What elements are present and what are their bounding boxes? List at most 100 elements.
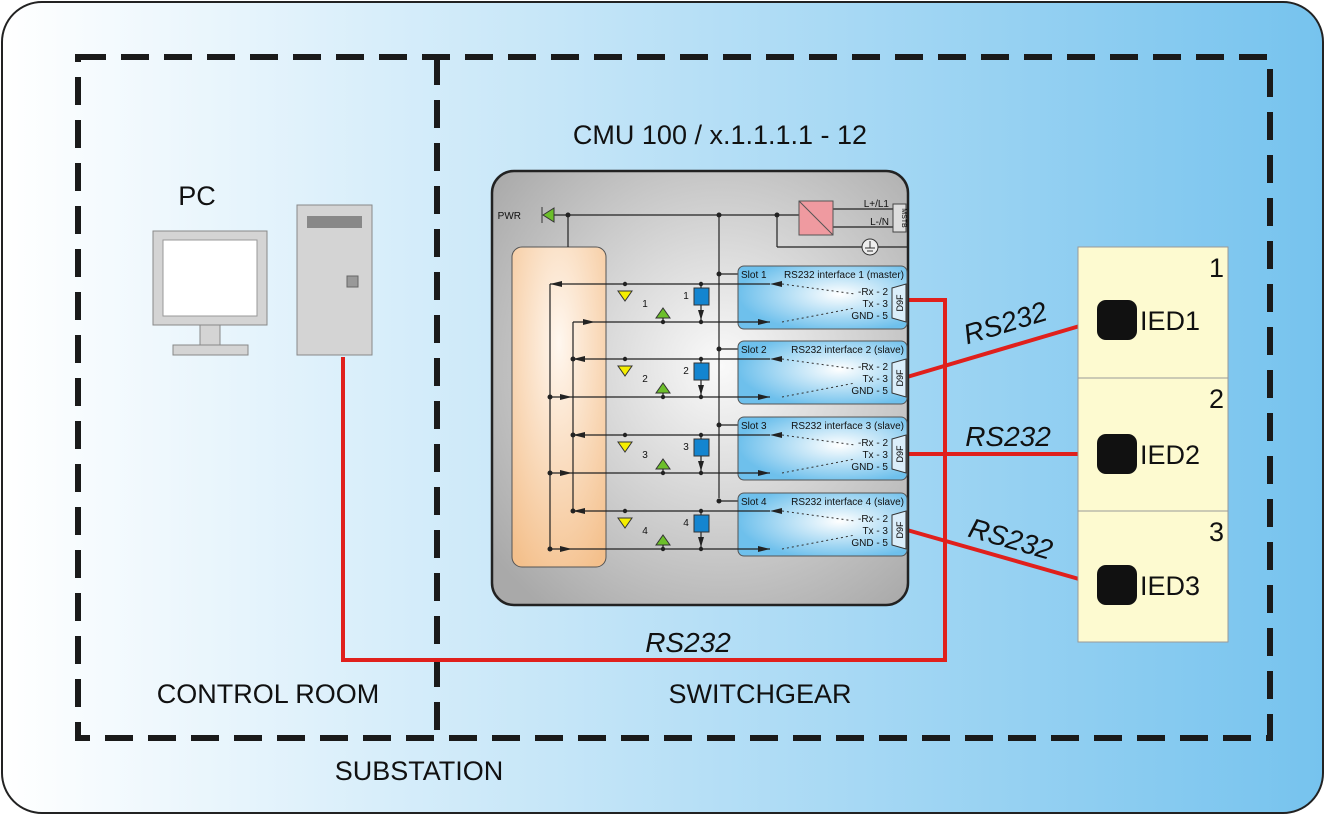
junction-dot [660, 319, 666, 325]
arrow-icon [573, 356, 585, 362]
arrow-icon [560, 470, 572, 476]
slot-name: RS232 interface 1 (master) [784, 270, 904, 281]
junction-dot [698, 319, 704, 325]
slot-module-1: Slot 1 RS232 interface 1 (master) -Rx - 2T… [550, 265, 908, 330]
cmu-title: CMU 100 / x.1.1.1.1 - 12 [573, 120, 867, 150]
dotted-link [781, 358, 856, 370]
pin-label: -Rx - 2 [858, 287, 888, 298]
arrow-icon [698, 310, 704, 320]
ground-icon [861, 238, 879, 256]
pc-rs232-cable [341, 298, 947, 662]
junction-dot [716, 422, 722, 428]
arrow-icon [770, 281, 782, 287]
ied-number: 1 [1209, 253, 1224, 283]
arrow-icon [560, 394, 572, 400]
led-index: 1 [642, 299, 648, 310]
processor-block [511, 246, 607, 568]
arrow-icon [698, 385, 704, 395]
relay-icon [693, 287, 710, 306]
d9f-connector-icon [891, 510, 907, 550]
power-input-ln: L-/N [870, 217, 889, 228]
junction-dot [660, 394, 666, 400]
dotted-link [781, 283, 856, 295]
arrow-icon [758, 319, 770, 325]
power-supply-icon [798, 200, 834, 236]
dotted-link [781, 510, 856, 522]
substation-label: SUBSTATION [335, 756, 504, 786]
ied-port-icon [1097, 434, 1137, 474]
connector-label: D9F [895, 294, 905, 312]
arrow-icon [770, 356, 782, 362]
connector-label: D9F [895, 445, 905, 463]
led-index: 2 [642, 374, 648, 385]
d9f-connector-icon [891, 283, 907, 323]
junction-dot [698, 394, 704, 400]
junction-dot [570, 508, 576, 514]
yellow-led-icon [617, 517, 633, 529]
junction-dot [716, 346, 722, 352]
junction-dot [622, 432, 628, 438]
relay-index: 1 [683, 291, 689, 302]
mstb-label: MSTB [900, 208, 907, 228]
arrow-icon [758, 546, 770, 552]
junction-dot [622, 281, 628, 287]
yellow-led-icon [617, 290, 633, 302]
yellow-led-icon [617, 441, 633, 453]
ied2-link-label: RS232 [965, 421, 1051, 452]
pin-label: GND - 5 [851, 386, 888, 397]
junction-dot [716, 271, 722, 277]
junction-dot [547, 546, 553, 552]
pin-label: -Rx - 2 [858, 438, 888, 449]
ied-label: IED3 [1140, 571, 1200, 601]
pc-tower-icon [296, 204, 373, 356]
relay-index: 4 [683, 518, 689, 529]
ied-number: 2 [1209, 384, 1224, 414]
arrow-icon [758, 394, 770, 400]
arrow-icon [573, 508, 585, 514]
dotted-link [781, 434, 856, 446]
relay-icon [693, 438, 710, 457]
pwr-led-icon [541, 207, 555, 223]
junction-dot [698, 281, 704, 287]
junction-dot [698, 470, 704, 476]
pc-label: PC [178, 181, 216, 211]
yellow-led-icon [617, 365, 633, 377]
arrow-icon [550, 281, 562, 287]
dotted-link [781, 534, 856, 550]
monitor-icon [152, 230, 268, 356]
junction-dot [547, 470, 553, 476]
power-input-l1: L+/L1 [864, 199, 890, 210]
pc-link-label: RS232 [645, 627, 731, 658]
junction-dot [698, 508, 704, 514]
dotted-link [781, 382, 856, 398]
junction-dot [660, 470, 666, 476]
led-index: 3 [642, 450, 648, 461]
slot-label: Slot 3 [741, 421, 767, 432]
slot-name: RS232 interface 4 (slave) [791, 497, 904, 508]
relay-icon [693, 514, 710, 533]
relay-index: 3 [683, 442, 689, 453]
relay-icon [693, 362, 710, 381]
arrow-icon [560, 546, 572, 552]
slot-name: RS232 interface 3 (slave) [791, 421, 904, 432]
junction-dot [660, 546, 666, 552]
control-room-label: CONTROL ROOM [157, 679, 380, 709]
arrow-icon [573, 432, 585, 438]
power-bus [545, 208, 907, 548]
d9f-connector-icon [891, 358, 907, 398]
pin-label: Tx - 3 [862, 299, 888, 310]
dotted-link [781, 458, 856, 474]
ied1-rs232-cable [906, 318, 1101, 379]
connector-label: D9F [895, 521, 905, 539]
junction-dot [698, 356, 704, 362]
slot-label: Slot 1 [741, 270, 767, 281]
mstb-connector [892, 203, 907, 233]
pin-label: GND - 5 [851, 538, 888, 549]
junction-dot [698, 546, 704, 552]
arrow-icon [698, 461, 704, 471]
